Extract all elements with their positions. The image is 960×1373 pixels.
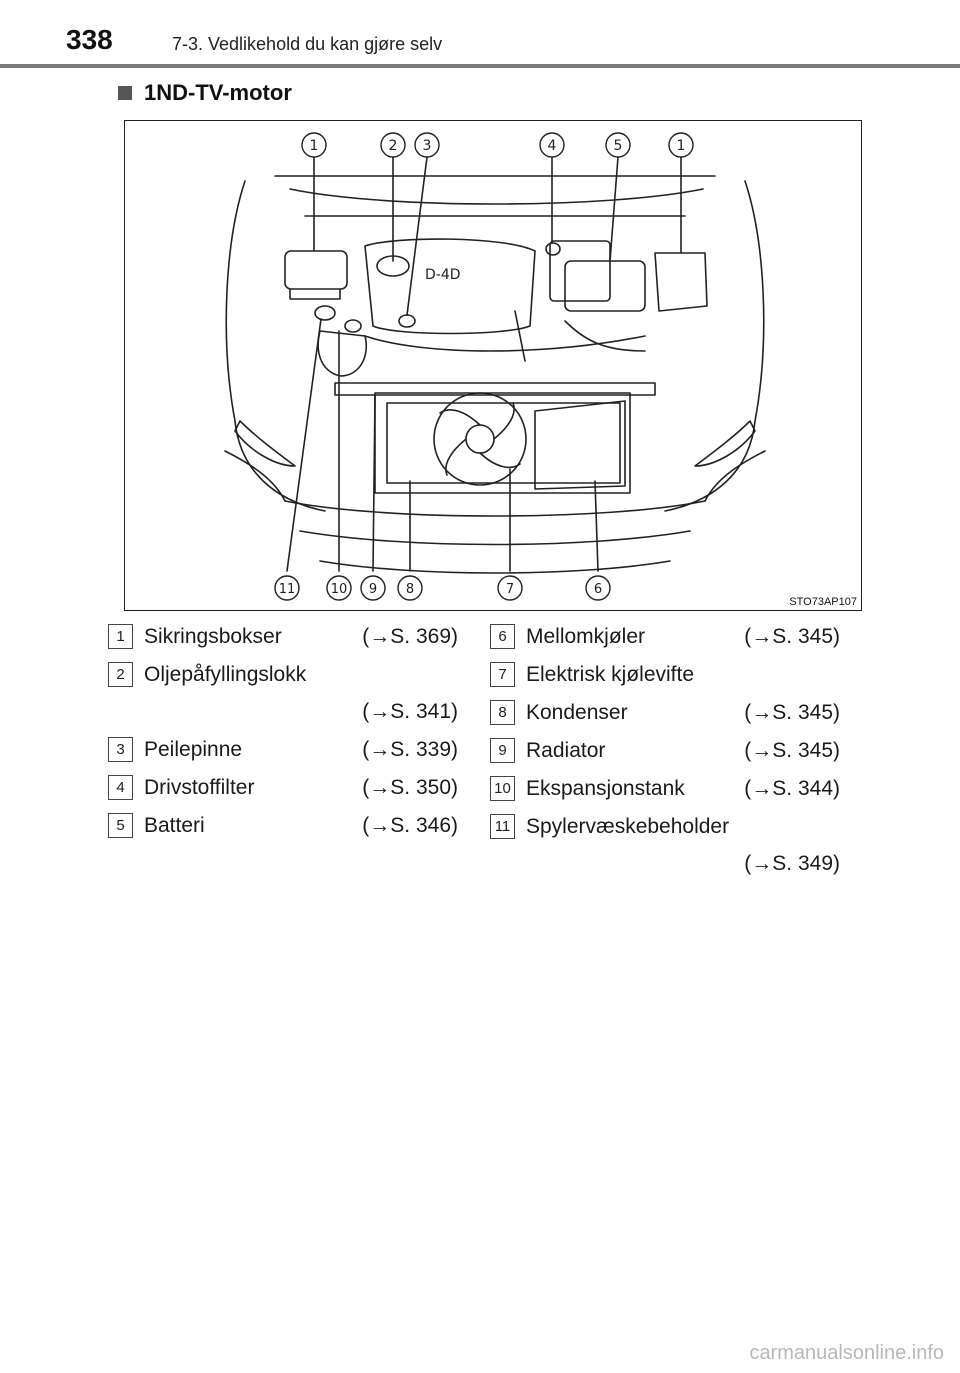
watermark: carmanualsonline.info	[749, 1342, 944, 1364]
page-reference: (→S. 344)	[744, 777, 840, 800]
legend-label: Batteri	[144, 814, 205, 837]
callout-bottom-7: 7	[506, 582, 514, 597]
legend-item: 3 Peilepinne (→S. 339)	[108, 735, 458, 773]
legend-label: Oljepåfyllingslokk	[144, 663, 307, 686]
callout-top-3: 3	[423, 138, 432, 154]
legend-left: 1 Sikringsbokser (→S. 369) 2 Oljepåfylli…	[108, 622, 458, 849]
legend-label: Kondenser	[526, 701, 628, 724]
page-reference: (→S. 349)	[744, 852, 840, 875]
legend-item: 2 Oljepåfyllingslokk (→S. 341)	[108, 660, 458, 735]
page-reference: (→S. 346)	[362, 814, 458, 837]
legend-number: 8	[490, 700, 515, 725]
svg-text:D-4D: D-4D	[425, 267, 461, 283]
page-reference: (→S. 350)	[362, 776, 458, 799]
header-rule	[0, 64, 960, 68]
legend-item: 4 Drivstoffilter (→S. 350)	[108, 773, 458, 811]
page-reference: (→S. 369)	[362, 625, 458, 648]
callout-bottom-10: 10	[331, 582, 348, 597]
section-title: 7-3. Vedlikehold du kan gjøre selv	[172, 34, 443, 54]
page-reference: (→S. 339)	[362, 738, 458, 761]
page-reference: (→S. 345)	[744, 739, 840, 762]
legend-item: 7 Elektrisk kjølevifte	[490, 660, 840, 698]
legend-number: 6	[490, 624, 515, 649]
legend-number: 7	[490, 662, 515, 687]
legend-number: 11	[490, 814, 515, 839]
callout-top-6: 1	[677, 138, 686, 154]
subheading: 1ND-TV-motor	[118, 80, 292, 106]
legend-item: 5 Batteri (→S. 346)	[108, 811, 458, 849]
legend-item: 9 Radiator (→S. 345)	[490, 736, 840, 774]
legend-right: 6 Mellomkjøler (→S. 345) 7 Elektrisk kjø…	[490, 622, 840, 887]
page-number: 338	[66, 24, 113, 55]
legend-number: 1	[108, 624, 133, 649]
legend-item: 11 Spylervæskebeholder (→S. 349)	[490, 812, 840, 887]
legend-number: 10	[490, 776, 515, 801]
legend-label: Radiator	[526, 739, 606, 762]
callout-top-5: 5	[614, 138, 623, 154]
callout-bottom-9: 9	[369, 582, 377, 597]
page-reference: (→S. 341)	[362, 700, 458, 723]
callout-top-2: 2	[389, 138, 398, 154]
legend-label: Drivstoffilter	[144, 776, 255, 799]
legend-label: Sikringsbokser	[144, 625, 282, 648]
legend-number: 3	[108, 737, 133, 762]
legend-number: 5	[108, 813, 133, 838]
legend-item: 10 Ekspansjonstank (→S. 344)	[490, 774, 840, 812]
page-reference: (→S. 345)	[744, 625, 840, 648]
callout-bottom-8: 8	[406, 582, 414, 597]
callout-bottom-6: 6	[594, 582, 602, 597]
square-bullet-icon	[118, 86, 132, 100]
legend-number: 9	[490, 738, 515, 763]
figure-code: STO73AP107	[789, 596, 857, 608]
legend-number: 4	[108, 775, 133, 800]
subheading-text: 1ND-TV-motor	[144, 80, 292, 105]
legend-label: Elektrisk kjølevifte	[526, 663, 695, 686]
legend-label: Ekspansjonstank	[526, 777, 685, 800]
callout-bottom-11: 11	[279, 582, 296, 597]
legend-number: 2	[108, 662, 133, 687]
engine-diagram: D-4D	[124, 120, 862, 611]
legend-item: 6 Mellomkjøler (→S. 345)	[490, 622, 840, 660]
legend-label: Spylervæskebeholder	[526, 815, 730, 838]
legend-item: 8 Kondenser (→S. 345)	[490, 698, 840, 736]
legend-label: Peilepinne	[144, 738, 243, 761]
page-reference: (→S. 345)	[744, 701, 840, 724]
callout-top-1: 1	[310, 138, 319, 154]
engine-bay-illustration: D-4D	[224, 132, 766, 601]
callout-top-4: 4	[548, 138, 557, 154]
legend-item: 1 Sikringsbokser (→S. 369)	[108, 622, 458, 660]
legend-label: Mellomkjøler	[526, 625, 646, 648]
